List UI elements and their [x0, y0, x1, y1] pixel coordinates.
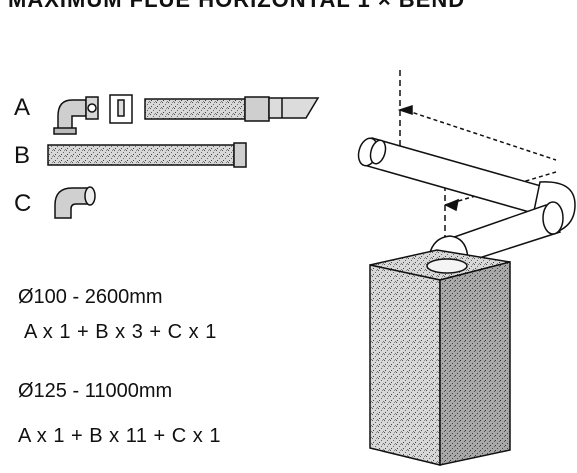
- component-label-c: C: [14, 190, 32, 217]
- flue-terminal-kit-icon: [53, 94, 320, 135]
- page-title: MAXIMUM FLUE HORIZONTAL 1 × BEND: [8, 0, 568, 13]
- spec-125-formula: A x 1 + B x 11 + C x 1: [18, 425, 221, 447]
- spec-125-length: Ø125 - 11000mm: [18, 380, 173, 402]
- elbow-bend-icon: [54, 186, 96, 219]
- component-label-b: B: [14, 142, 31, 169]
- extension-pipe-icon: [47, 142, 247, 168]
- spec-100-formula: A x 1 + B x 3 + C x 1: [24, 321, 217, 343]
- boiler-flue-illustration: [357, 70, 576, 466]
- spec-100-length: Ø100 - 2600mm: [18, 286, 163, 308]
- component-label-a: A: [14, 94, 31, 121]
